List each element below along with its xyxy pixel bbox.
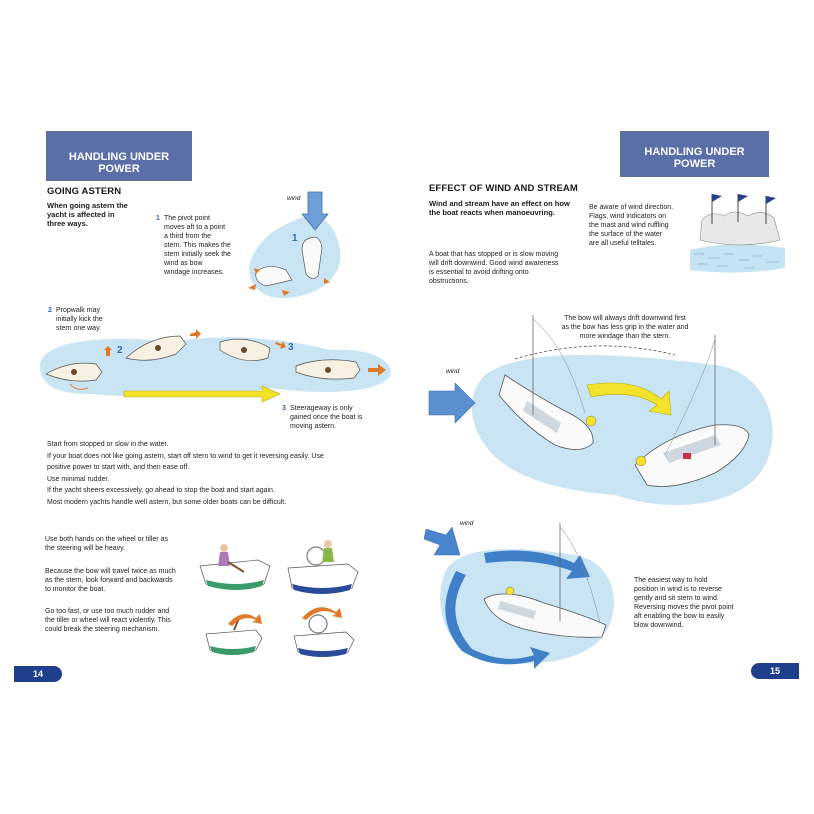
yacht-stopped — [498, 315, 597, 450]
caption-line: as the bow has less grip in the water an… — [561, 324, 689, 331]
bow-drift-caption: The bow will always drift downwind first… — [540, 314, 710, 341]
paragraph-line: the steering will be heavy. — [45, 545, 126, 552]
step-1-text: 1 The pivot point moves aft to a point a… — [156, 214, 246, 277]
paragraph-line: to monitor the boat. — [45, 586, 106, 593]
astern-tip: Start from stopped or slow in the water. — [47, 441, 169, 448]
drift-line: is essential to avoid drifting onto — [429, 269, 529, 276]
step-2-text: 2 Propwalk may initially kick the stern … — [48, 306, 128, 333]
yacht-drifted — [634, 335, 750, 487]
step-1-line: stern. This makes the — [164, 242, 231, 249]
wind-awareness-note: Be aware of wind direction. Flags, wind … — [589, 203, 689, 248]
step-1-line: wind as bow — [164, 260, 203, 267]
step-3-number: 3 — [282, 405, 286, 412]
wind-stream-lead: Wind and stream have an effect on how th… — [429, 199, 570, 217]
wind-stream-heading: EFFECT OF WIND AND STREAM — [429, 183, 578, 194]
steering-paragraph-3: Go too fast, or use too much rudder and … — [45, 607, 195, 634]
note-line: the mast and wind ruffling — [589, 222, 669, 229]
astern-tip: Use minimal rudder. — [47, 475, 110, 483]
step-3-line: Steerageway is only — [290, 405, 353, 412]
step-1-line: stern initially seek the — [164, 251, 231, 258]
step-1-line: windage increases. — [164, 269, 224, 276]
drift-line: A boat that has stopped or is slow movin… — [429, 251, 559, 258]
paragraph-line: Use both hands on the wheel or tiller as — [45, 536, 168, 543]
note-line: Flags, wind indicators on — [589, 213, 667, 220]
wind-label-right-1: wind — [446, 368, 460, 375]
going-astern-lead: When going astern the yacht is affected … — [47, 201, 128, 228]
caption-line: The easiest way to hold — [634, 577, 708, 584]
right-banner-line-2: POWER — [673, 158, 716, 170]
note-line: Be aware of wind direction. — [589, 204, 674, 211]
bow-drift-illustration — [428, 315, 773, 505]
astern-tips: Start from stopped or slow in the water.… — [47, 439, 367, 508]
left-banner-line-1: HANDLING UNDER — [68, 151, 170, 163]
note-line: are all useful telltales. — [589, 240, 657, 247]
right-banner: HANDLING UNDER POWER — [620, 131, 769, 177]
right-banner-line-1: HANDLING UNDER — [644, 146, 745, 158]
flags-on-shore-illustration — [690, 194, 785, 273]
caption-line: position in wind is to reverse — [634, 586, 722, 593]
wind-label-right-2: wind — [460, 520, 474, 527]
wheel-turn-illustration — [293, 607, 355, 657]
paragraph-line: Go too fast, or use too much rudder and — [45, 608, 170, 615]
pivot-number-1: 1 — [292, 233, 298, 244]
paragraph-line: as the stern, look forward and backwards — [45, 577, 173, 584]
step-3-line: moving astern. — [290, 423, 336, 430]
astern-direction-arrow — [123, 385, 281, 403]
step-1-line: moves aft to a point — [164, 224, 226, 231]
astern-tip: If the yacht sheers excessively, go ahea… — [47, 487, 275, 494]
lead-line: three ways. — [47, 219, 88, 228]
tiller-helmsman-illustration — [199, 544, 271, 590]
astern-tip: If your boat does not like going astern,… — [47, 452, 324, 460]
note-line: the surface of the water — [589, 231, 663, 238]
pivot-diagram — [248, 191, 341, 299]
caption-line: blow downwind. — [634, 622, 684, 629]
reversing-sequence-diagram — [40, 329, 391, 398]
paragraph-line: the tiller or wheel will react violently… — [45, 617, 171, 624]
left-banner-line-2: POWER — [98, 163, 140, 175]
page-number-left: 14 — [14, 666, 62, 682]
steering-paragraph-1: Use both hands on the wheel or tiller as… — [45, 535, 195, 553]
holding-position-illustration — [423, 523, 614, 669]
paragraph-line: could break the steering mechanism. — [45, 626, 160, 633]
steering-illustrations — [199, 540, 359, 657]
hold-position-caption: The easiest way to hold position in wind… — [634, 576, 774, 630]
left-banner: HANDLING UNDER POWER — [46, 131, 192, 181]
tiller-turn-illustration — [205, 614, 263, 655]
step-3-text: 3 Steerageway is only gained once the bo… — [282, 404, 382, 431]
wind-label-left: wind — [287, 195, 301, 202]
paragraph-line: Because the bow will travel twice as muc… — [45, 568, 176, 575]
lead-line: the boat reacts when manoeuvring. — [429, 208, 555, 217]
caption-line: The bow will always drift downwind first — [564, 315, 686, 322]
step-2-line: stern one way. — [56, 325, 102, 332]
reversing-number-2: 2 — [117, 345, 123, 356]
step-1-line: The pivot point — [164, 215, 210, 222]
step-2-line: initially kick the — [56, 316, 103, 323]
lead-line: When going astern the — [47, 201, 128, 210]
going-astern-heading: GOING ASTERN — [47, 186, 122, 197]
drift-line: obstructions. — [429, 278, 469, 285]
page-number-right: 15 — [751, 663, 799, 679]
steering-paragraph-2: Because the bow will travel twice as muc… — [45, 567, 195, 594]
drift-line: will drift downwind. Good wind awareness — [429, 260, 559, 267]
step-1-line: a third from the — [164, 233, 212, 240]
caption-line: aft enabling the bow to easily — [634, 613, 725, 620]
step-2-number: 2 — [48, 307, 52, 314]
reversing-number-3: 3 — [288, 342, 294, 353]
caption-line: more windage than the stern. — [579, 333, 671, 340]
step-3-line: gained once the boat is — [290, 414, 363, 421]
astern-tip: Most modern yachts handle well astern, b… — [47, 498, 287, 506]
step-2-line: Propwalk may — [56, 307, 100, 314]
wheel-helmsman-illustration — [287, 540, 359, 594]
drift-paragraph: A boat that has stopped or is slow movin… — [429, 250, 579, 286]
caption-line: Reversing moves the pivot point — [634, 604, 734, 611]
step-1-number: 1 — [156, 215, 160, 222]
astern-tip: positive power to start with, and then e… — [47, 464, 190, 471]
lead-line: Wind and stream have an effect on how — [429, 199, 570, 208]
lead-line: yacht is affected in — [47, 210, 115, 219]
caption-line: gently and sit stern to wind. — [634, 595, 719, 602]
